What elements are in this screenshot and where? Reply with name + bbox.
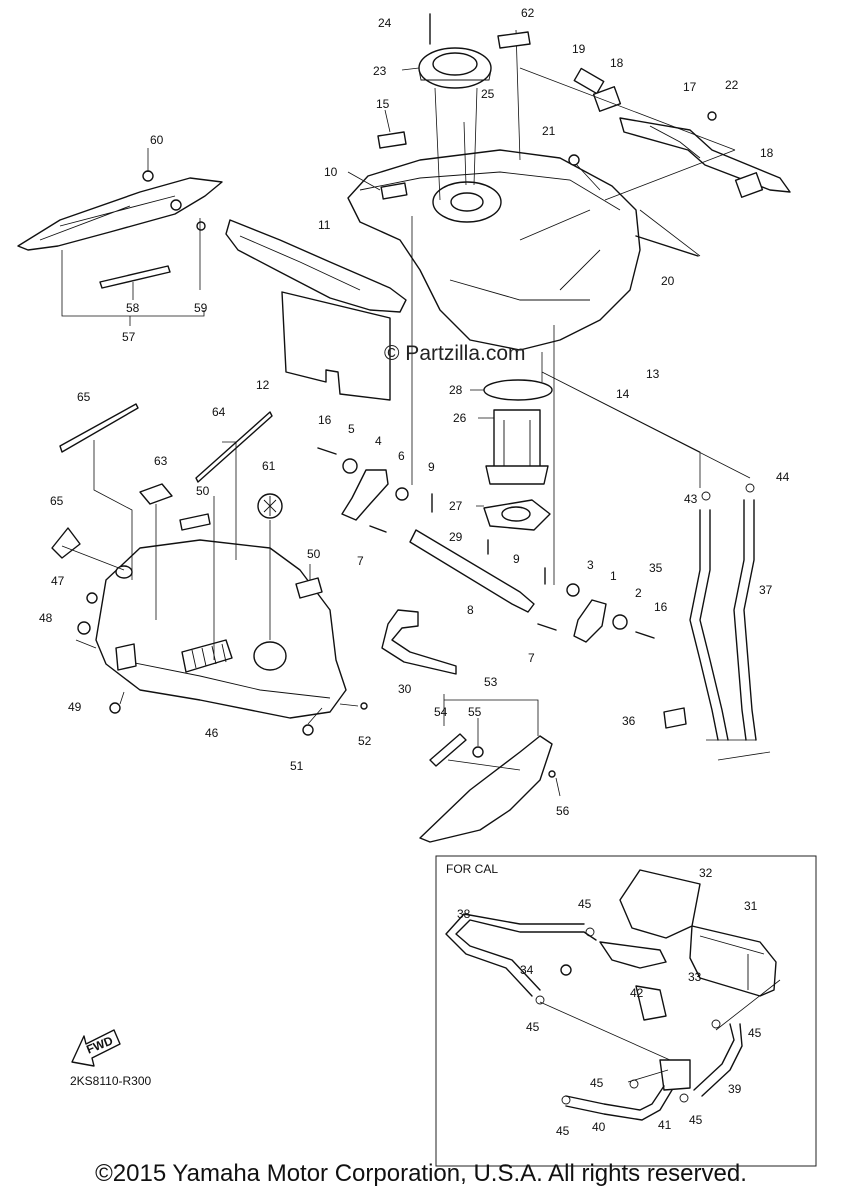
callout-38: 38 [457, 907, 471, 921]
callout-45b: 45 [526, 1020, 540, 1034]
callout-6: 6 [398, 449, 405, 463]
callout-42: 42 [630, 986, 644, 1000]
callout-45d: 45 [590, 1076, 604, 1090]
callout-50a: 50 [196, 484, 210, 498]
callout-30: 30 [398, 682, 412, 696]
callout-34: 34 [520, 963, 534, 977]
callout-45a: 45 [578, 897, 592, 911]
tank-cover-part [51, 403, 347, 719]
callout-3: 3 [587, 558, 594, 572]
fuel-tank-part [347, 29, 641, 351]
callout-5: 5 [348, 422, 355, 436]
callout-36: 36 [622, 714, 636, 728]
callout-13: 13 [646, 367, 660, 381]
callout-25: 25 [481, 87, 495, 101]
canister-part [560, 869, 777, 1091]
callout-16b: 16 [654, 600, 668, 614]
callout-24: 24 [378, 16, 392, 30]
callout-39: 39 [728, 1082, 742, 1096]
callout-28: 28 [449, 383, 463, 397]
callout-31: 31 [744, 899, 758, 913]
callout-55: 55 [468, 705, 482, 719]
callout-58: 58 [126, 301, 140, 315]
callout-15: 15 [376, 97, 390, 111]
callout-60: 60 [150, 133, 164, 147]
callout-49: 49 [68, 700, 82, 714]
callout-46: 46 [205, 726, 219, 740]
side-cover-part [17, 148, 223, 326]
cal-hoses-part [445, 913, 781, 1121]
cal-box [435, 855, 817, 1167]
callout-7b: 7 [528, 651, 535, 665]
callout-65b: 65 [50, 494, 64, 508]
callout-17: 17 [683, 80, 697, 94]
callout-1: 1 [610, 569, 617, 583]
callout-9b: 9 [513, 552, 520, 566]
callout-21: 21 [542, 124, 556, 138]
callout-22: 22 [725, 78, 739, 92]
callout-9a: 9 [428, 460, 435, 474]
callout-18b: 18 [760, 146, 774, 160]
cover-fasteners-part [75, 592, 368, 736]
callout-44: 44 [776, 470, 790, 484]
callout-50b: 50 [307, 547, 321, 561]
callout-12: 12 [256, 378, 270, 392]
callout-65a: 65 [77, 390, 91, 404]
callout-18a: 18 [610, 56, 624, 70]
heat-shield-part [225, 219, 407, 313]
callout-29: 29 [449, 530, 463, 544]
callout-19: 19 [572, 42, 586, 56]
callout-57: 57 [122, 330, 136, 344]
pad-part [281, 291, 391, 401]
tank-bracket-part [519, 67, 791, 257]
callout-45f: 45 [556, 1124, 570, 1138]
copyright-text: ©2015 Yamaha Motor Corporation, U.S.A. A… [95, 1160, 747, 1187]
callout-14: 14 [616, 387, 630, 401]
callout-41: 41 [658, 1118, 672, 1132]
callout-64: 64 [212, 405, 226, 419]
callout-26: 26 [453, 411, 467, 425]
side-panel-part [419, 694, 561, 843]
callout-45c: 45 [748, 1026, 762, 1040]
callout-16a: 16 [318, 413, 332, 427]
callout-56: 56 [556, 804, 570, 818]
watermark-text: © Partzilla.com [384, 342, 526, 365]
callout-4: 4 [375, 434, 382, 448]
callout-43: 43 [684, 492, 698, 506]
callout-59: 59 [194, 301, 208, 315]
small-pad-part [377, 109, 407, 149]
callout-27: 27 [449, 499, 463, 513]
callout-37: 37 [759, 583, 773, 597]
callout-35: 35 [649, 561, 663, 575]
diagram-code: 2KS8110-R300 [70, 1074, 152, 1088]
callout-7a: 7 [357, 554, 364, 568]
callout-53: 53 [484, 675, 498, 689]
callout-20: 20 [661, 274, 675, 288]
callout-47: 47 [51, 574, 65, 588]
bracket-assembly-part [317, 216, 655, 643]
callout-51: 51 [290, 759, 304, 773]
callout-61: 61 [262, 459, 276, 473]
callout-52: 52 [358, 734, 372, 748]
callout-54: 54 [434, 705, 448, 719]
callout-2: 2 [635, 586, 642, 600]
breather-hoses-part [541, 371, 771, 761]
cal-box-label: FOR CAL [446, 862, 499, 876]
callout-33: 33 [688, 970, 702, 984]
callout-32: 32 [699, 866, 713, 880]
fuel-hose-part [381, 609, 457, 675]
callout-8: 8 [467, 603, 474, 617]
callout-62: 62 [521, 6, 535, 20]
callout-63: 63 [154, 454, 168, 468]
callout-40: 40 [592, 1120, 606, 1134]
fuel-pump-part [470, 352, 553, 531]
callout-45e: 45 [689, 1113, 703, 1127]
callout-23: 23 [373, 64, 387, 78]
callout-48: 48 [39, 611, 53, 625]
callout-10: 10 [324, 165, 338, 179]
fwd-arrow [71, 1029, 121, 1067]
callout-11: 11 [318, 218, 331, 232]
gas-cap-part [401, 13, 531, 201]
